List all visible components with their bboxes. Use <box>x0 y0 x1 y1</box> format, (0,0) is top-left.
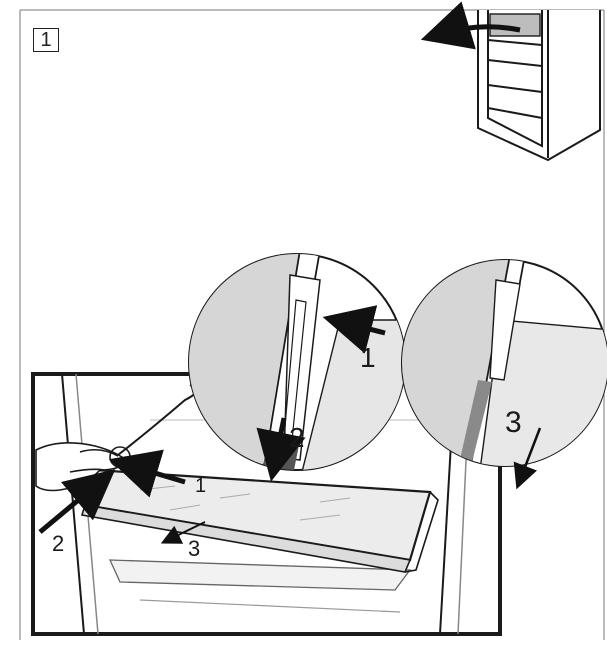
callout-main-1: 1 <box>195 475 206 497</box>
zoom-detail-right <box>401 259 607 490</box>
glass-shelf <box>80 468 439 573</box>
zoom-detail-left <box>188 253 406 482</box>
zoom-left-arrow-1 <box>322 305 386 354</box>
rotate-arrow <box>420 1 521 50</box>
zoom-right-arrow-3 <box>513 427 542 490</box>
callout-zoom-left-2: 2 <box>289 422 305 453</box>
callout-zoom-right-3: 3 <box>505 406 522 439</box>
step-number-badge: 1 <box>33 28 59 52</box>
fridge-thumbnail <box>477 10 601 162</box>
arrow-3 <box>160 521 206 544</box>
arrow-1 <box>108 449 186 498</box>
callout-main-3: 3 <box>188 536 200 561</box>
callout-main-2: 2 <box>52 531 64 556</box>
arrow-2 <box>38 469 116 534</box>
zoom-left-arrow-2 <box>256 417 306 482</box>
callout-zoom-left-1: 1 <box>360 342 376 373</box>
